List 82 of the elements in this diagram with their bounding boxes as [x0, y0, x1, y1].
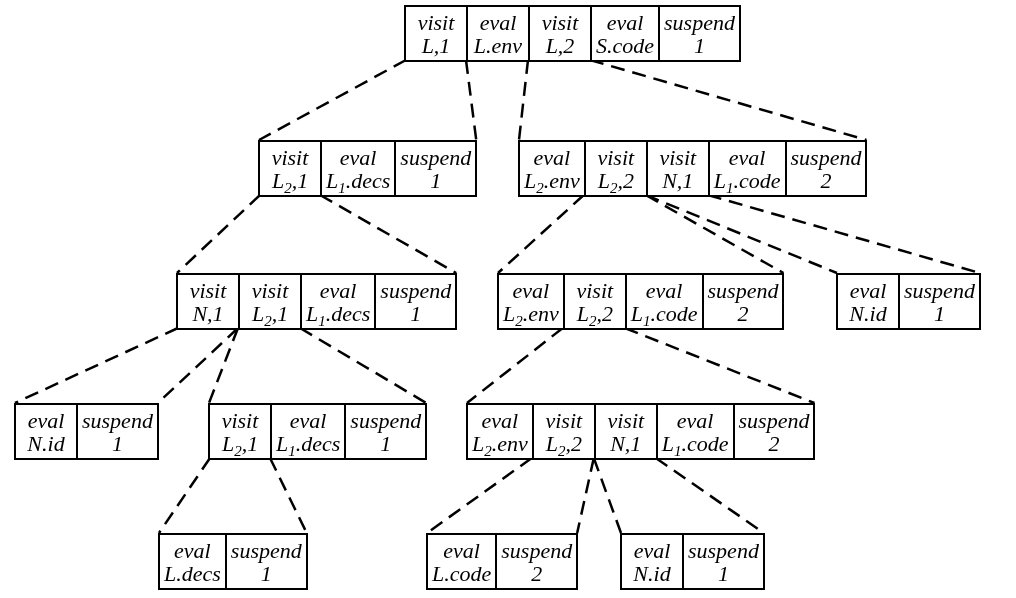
step-argument: N.id	[849, 301, 887, 325]
step-keyword: visit	[541, 10, 579, 34]
sequence-box	[620, 533, 765, 590]
step-argument: L$_{1}$.decs	[306, 301, 371, 325]
step-argument: L$_{2}$,2	[545, 431, 582, 455]
step-keyword: suspend	[380, 278, 452, 302]
sequence-box	[208, 403, 428, 460]
step-keyword: suspend	[738, 408, 810, 432]
step-keyword: suspend	[688, 538, 759, 562]
step-keyword: suspend	[82, 408, 153, 432]
sequence-box	[466, 403, 816, 460]
step-keyword: eval	[728, 145, 766, 169]
step-keyword: eval	[27, 408, 65, 432]
step-argument: L$_{1}$.code	[713, 168, 781, 192]
step-argument: L$_{2}$,2	[597, 168, 634, 192]
step-keyword: visit	[659, 145, 697, 169]
step-argument: N,1	[610, 431, 642, 455]
step-keyword: eval	[533, 145, 571, 169]
step-keyword: eval	[676, 408, 714, 432]
step-keyword: suspend	[664, 10, 735, 34]
sequence-box	[258, 140, 478, 197]
step-argument: L$_{1}$.code	[661, 431, 729, 455]
step-keyword: suspend	[707, 278, 779, 302]
step-keyword: visit	[417, 10, 455, 34]
step-keyword: eval	[479, 10, 517, 34]
dashed-connector	[176, 194, 261, 274]
sequence-box	[836, 273, 981, 330]
step-argument: N.id	[633, 561, 671, 585]
step-argument: L$_{2}$,1	[251, 301, 289, 325]
step-keyword: eval	[174, 538, 211, 562]
step-argument: L,1	[421, 33, 451, 57]
step-keyword: eval	[481, 408, 519, 432]
step-keyword: visit	[189, 278, 227, 302]
step-keyword: eval	[645, 278, 683, 302]
sequence-box	[14, 403, 159, 460]
sequence-box	[518, 140, 868, 197]
step-argument: L.decs	[164, 561, 221, 585]
step-argument: L$_{2}$.env	[503, 301, 559, 325]
step-keyword: visit	[597, 145, 635, 169]
step-keyword: eval	[606, 10, 644, 34]
step-argument: L$_{1}$.decs	[326, 168, 391, 192]
step-keyword: suspend	[230, 538, 302, 562]
step-argument: L$_{2}$,1	[271, 168, 309, 192]
step-keyword: visit	[545, 408, 583, 432]
sequence-box	[426, 533, 579, 590]
step-keyword: eval	[512, 278, 550, 302]
step-keyword: visit	[576, 278, 614, 302]
step-keyword: eval	[319, 278, 357, 302]
step-keyword: suspend	[350, 408, 422, 432]
step-argument: L$_{2}$.env	[472, 431, 528, 455]
step-argument: L$_{2}$,1	[221, 431, 259, 455]
step-keyword: suspend	[790, 145, 862, 169]
sequence-box	[497, 273, 785, 330]
step-keyword: visit	[607, 408, 645, 432]
sequence-box	[158, 533, 308, 590]
step-argument: L,2	[545, 33, 575, 57]
step-keyword: eval	[339, 145, 377, 169]
step-argument: L.env	[473, 33, 523, 57]
step-argument: N,1	[662, 168, 694, 192]
step-keyword: visit	[221, 408, 259, 432]
step-keyword: eval	[633, 538, 671, 562]
step-argument: L.code	[432, 561, 492, 585]
sequence-box	[404, 5, 741, 62]
step-argument: N,1	[192, 301, 224, 325]
step-keyword: visit	[271, 145, 309, 169]
step-argument: L$_{2}$,2	[576, 301, 613, 325]
step-keyword: eval	[289, 408, 327, 432]
step-argument: L$_{1}$.code	[630, 301, 698, 325]
step-keyword: visit	[251, 278, 289, 302]
step-keyword: suspend	[904, 278, 975, 302]
step-argument: L$_{1}$.decs	[276, 431, 341, 455]
dashed-connector	[258, 58, 407, 142]
dashed-connector	[157, 457, 212, 534]
sequence-box	[176, 273, 458, 330]
step-argument: L$_{2}$.env	[524, 168, 580, 192]
step-keyword: eval	[849, 278, 887, 302]
step-argument: N.id	[27, 431, 65, 455]
step-keyword: suspend	[501, 538, 573, 562]
dashed-connector	[14, 326, 179, 405]
step-argument: S.code	[596, 33, 655, 57]
step-keyword: eval	[443, 538, 480, 562]
step-keyword: suspend	[400, 145, 472, 169]
